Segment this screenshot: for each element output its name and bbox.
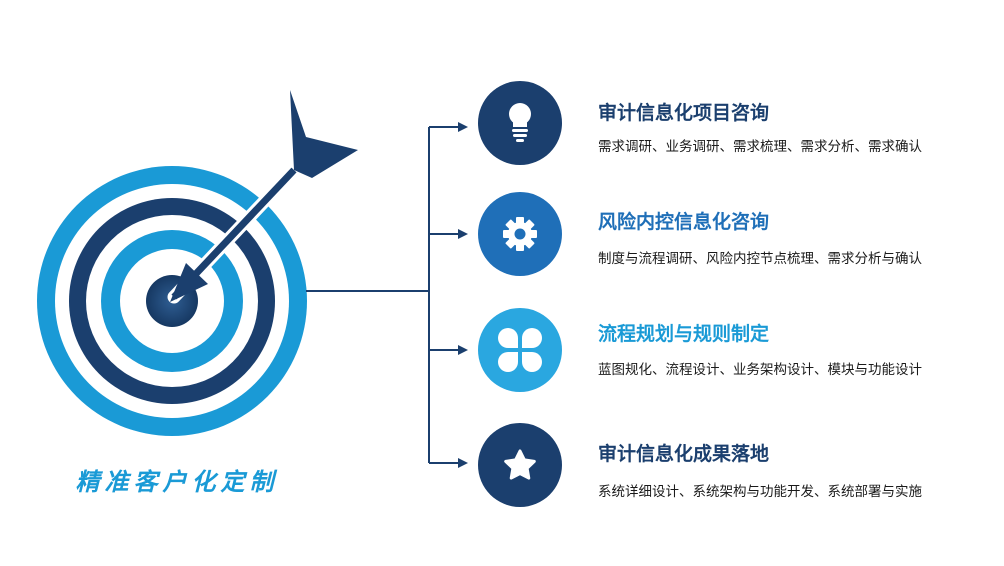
star-icon xyxy=(504,449,536,480)
item-description: 需求调研、业务调研、需求梳理、需求分析、需求确认 xyxy=(598,139,922,155)
clover-icon xyxy=(498,328,542,372)
item-description: 制度与流程调研、风险内控节点梳理、需求分析与确认 xyxy=(598,251,922,267)
item-title: 风险内控信息化咨询 xyxy=(598,211,770,233)
connector-arrowheads xyxy=(458,122,468,468)
gear-icon xyxy=(503,217,537,251)
caption-label: 精准客户化定制 xyxy=(75,467,279,496)
item-circle xyxy=(478,308,562,392)
item-title: 流程规划与规则制定 xyxy=(598,323,770,345)
item-title: 审计信息化成果落地 xyxy=(598,443,770,465)
item-description: 蓝图规化、流程设计、业务架构设计、模块与功能设计 xyxy=(598,362,922,378)
connector-lines xyxy=(306,126,460,464)
item-title: 审计信息化项目咨询 xyxy=(598,102,770,124)
dart-tip xyxy=(170,263,208,302)
item-description: 系统详细设计、系统架构与功能开发、系统部署与实施 xyxy=(598,484,922,500)
dart-fletching xyxy=(290,90,358,178)
lightbulb-icon xyxy=(509,103,531,142)
dart-arrow xyxy=(167,90,358,304)
